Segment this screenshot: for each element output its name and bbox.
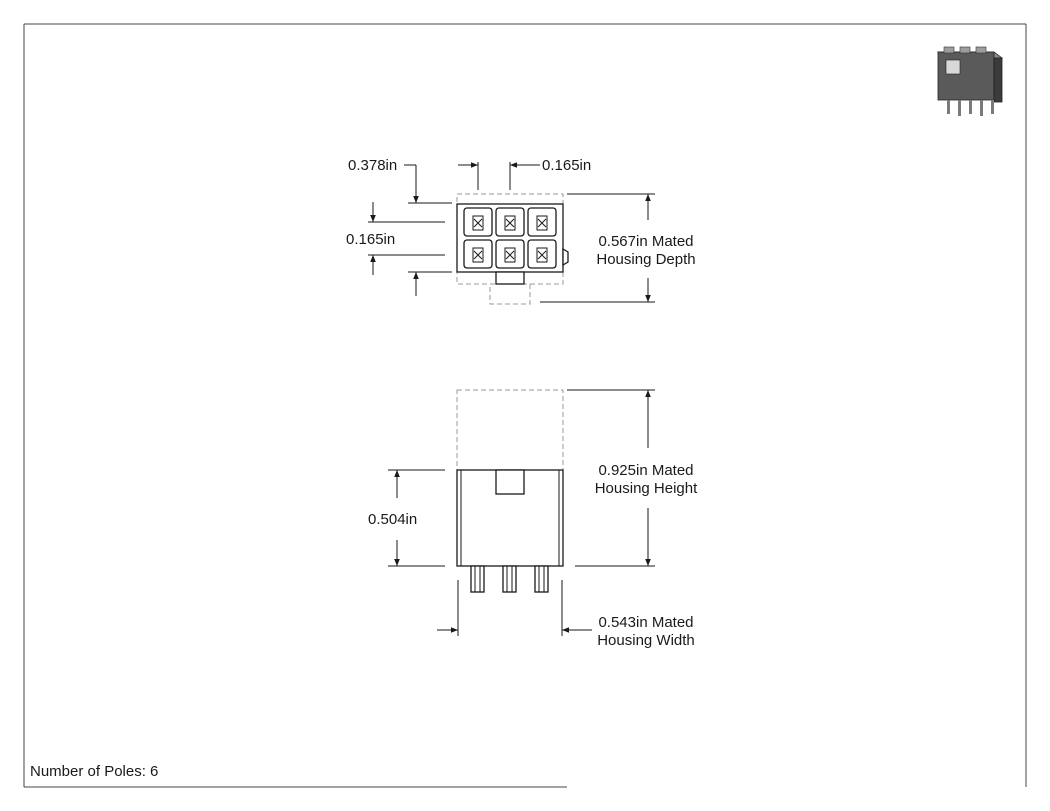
drawing-frame bbox=[23, 23, 1027, 788]
height-label-line1: 0.925in Mated bbox=[598, 462, 693, 479]
cavity-grid bbox=[463, 207, 557, 269]
dim-label-0504: 0.504in bbox=[368, 511, 417, 528]
depth-label-line1: 0.567in Mated bbox=[598, 233, 693, 250]
number-of-poles-label: Number of Poles: 6 bbox=[30, 763, 158, 780]
dim-label-0378: 0.378in bbox=[348, 157, 397, 174]
front-view: 0.378in 0.165in 0.165in 0.567in Mated Ho… bbox=[346, 157, 696, 305]
depth-label-line2: Housing Depth bbox=[596, 251, 695, 268]
height-label-line2: Housing Height bbox=[595, 480, 698, 497]
pin-row bbox=[470, 565, 549, 593]
dim-label-0165-top: 0.165in bbox=[542, 157, 591, 174]
width-label-line1: 0.543in Mated bbox=[598, 614, 693, 631]
width-label-line2: Housing Width bbox=[597, 632, 695, 649]
connector-3d-thumbnail-icon bbox=[936, 46, 1004, 116]
dim-label-0165-left: 0.165in bbox=[346, 231, 395, 248]
side-view: 0.925in Mated Housing Height 0.504in 0.5… bbox=[368, 389, 698, 649]
